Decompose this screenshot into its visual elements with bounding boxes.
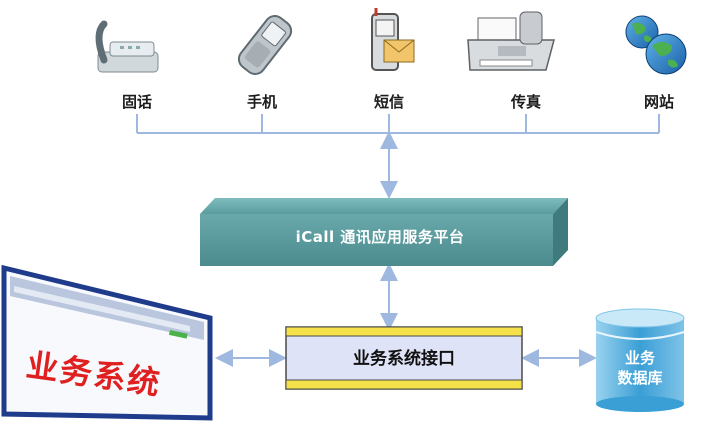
channel-label-mobile: 手机 xyxy=(246,93,278,111)
mobile-phone-icon xyxy=(237,14,293,76)
database-label: 业务 数据库 xyxy=(598,348,682,388)
globe-icon xyxy=(625,15,687,75)
platform-label: iCall 通讯应用服务平台 xyxy=(295,228,465,246)
channel-label-fax: 传真 xyxy=(510,93,542,111)
database-label-line2: 数据库 xyxy=(617,369,663,387)
business-system-window xyxy=(1,264,213,421)
channel-bus xyxy=(136,114,660,134)
interface-box xyxy=(285,326,523,390)
database-label-line1: 业务 xyxy=(624,349,655,367)
fax-machine-icon xyxy=(467,11,555,71)
interface-label: 业务系统接口 xyxy=(353,349,455,369)
channel-label-website: 网站 xyxy=(643,93,675,111)
database-cylinder xyxy=(595,308,685,412)
channel-label-sms: 短信 xyxy=(373,93,405,111)
platform-box xyxy=(200,198,568,266)
channel-label-landline: 固话 xyxy=(121,93,153,111)
sms-phone-icon xyxy=(371,8,415,71)
telephone-icon xyxy=(95,20,159,73)
